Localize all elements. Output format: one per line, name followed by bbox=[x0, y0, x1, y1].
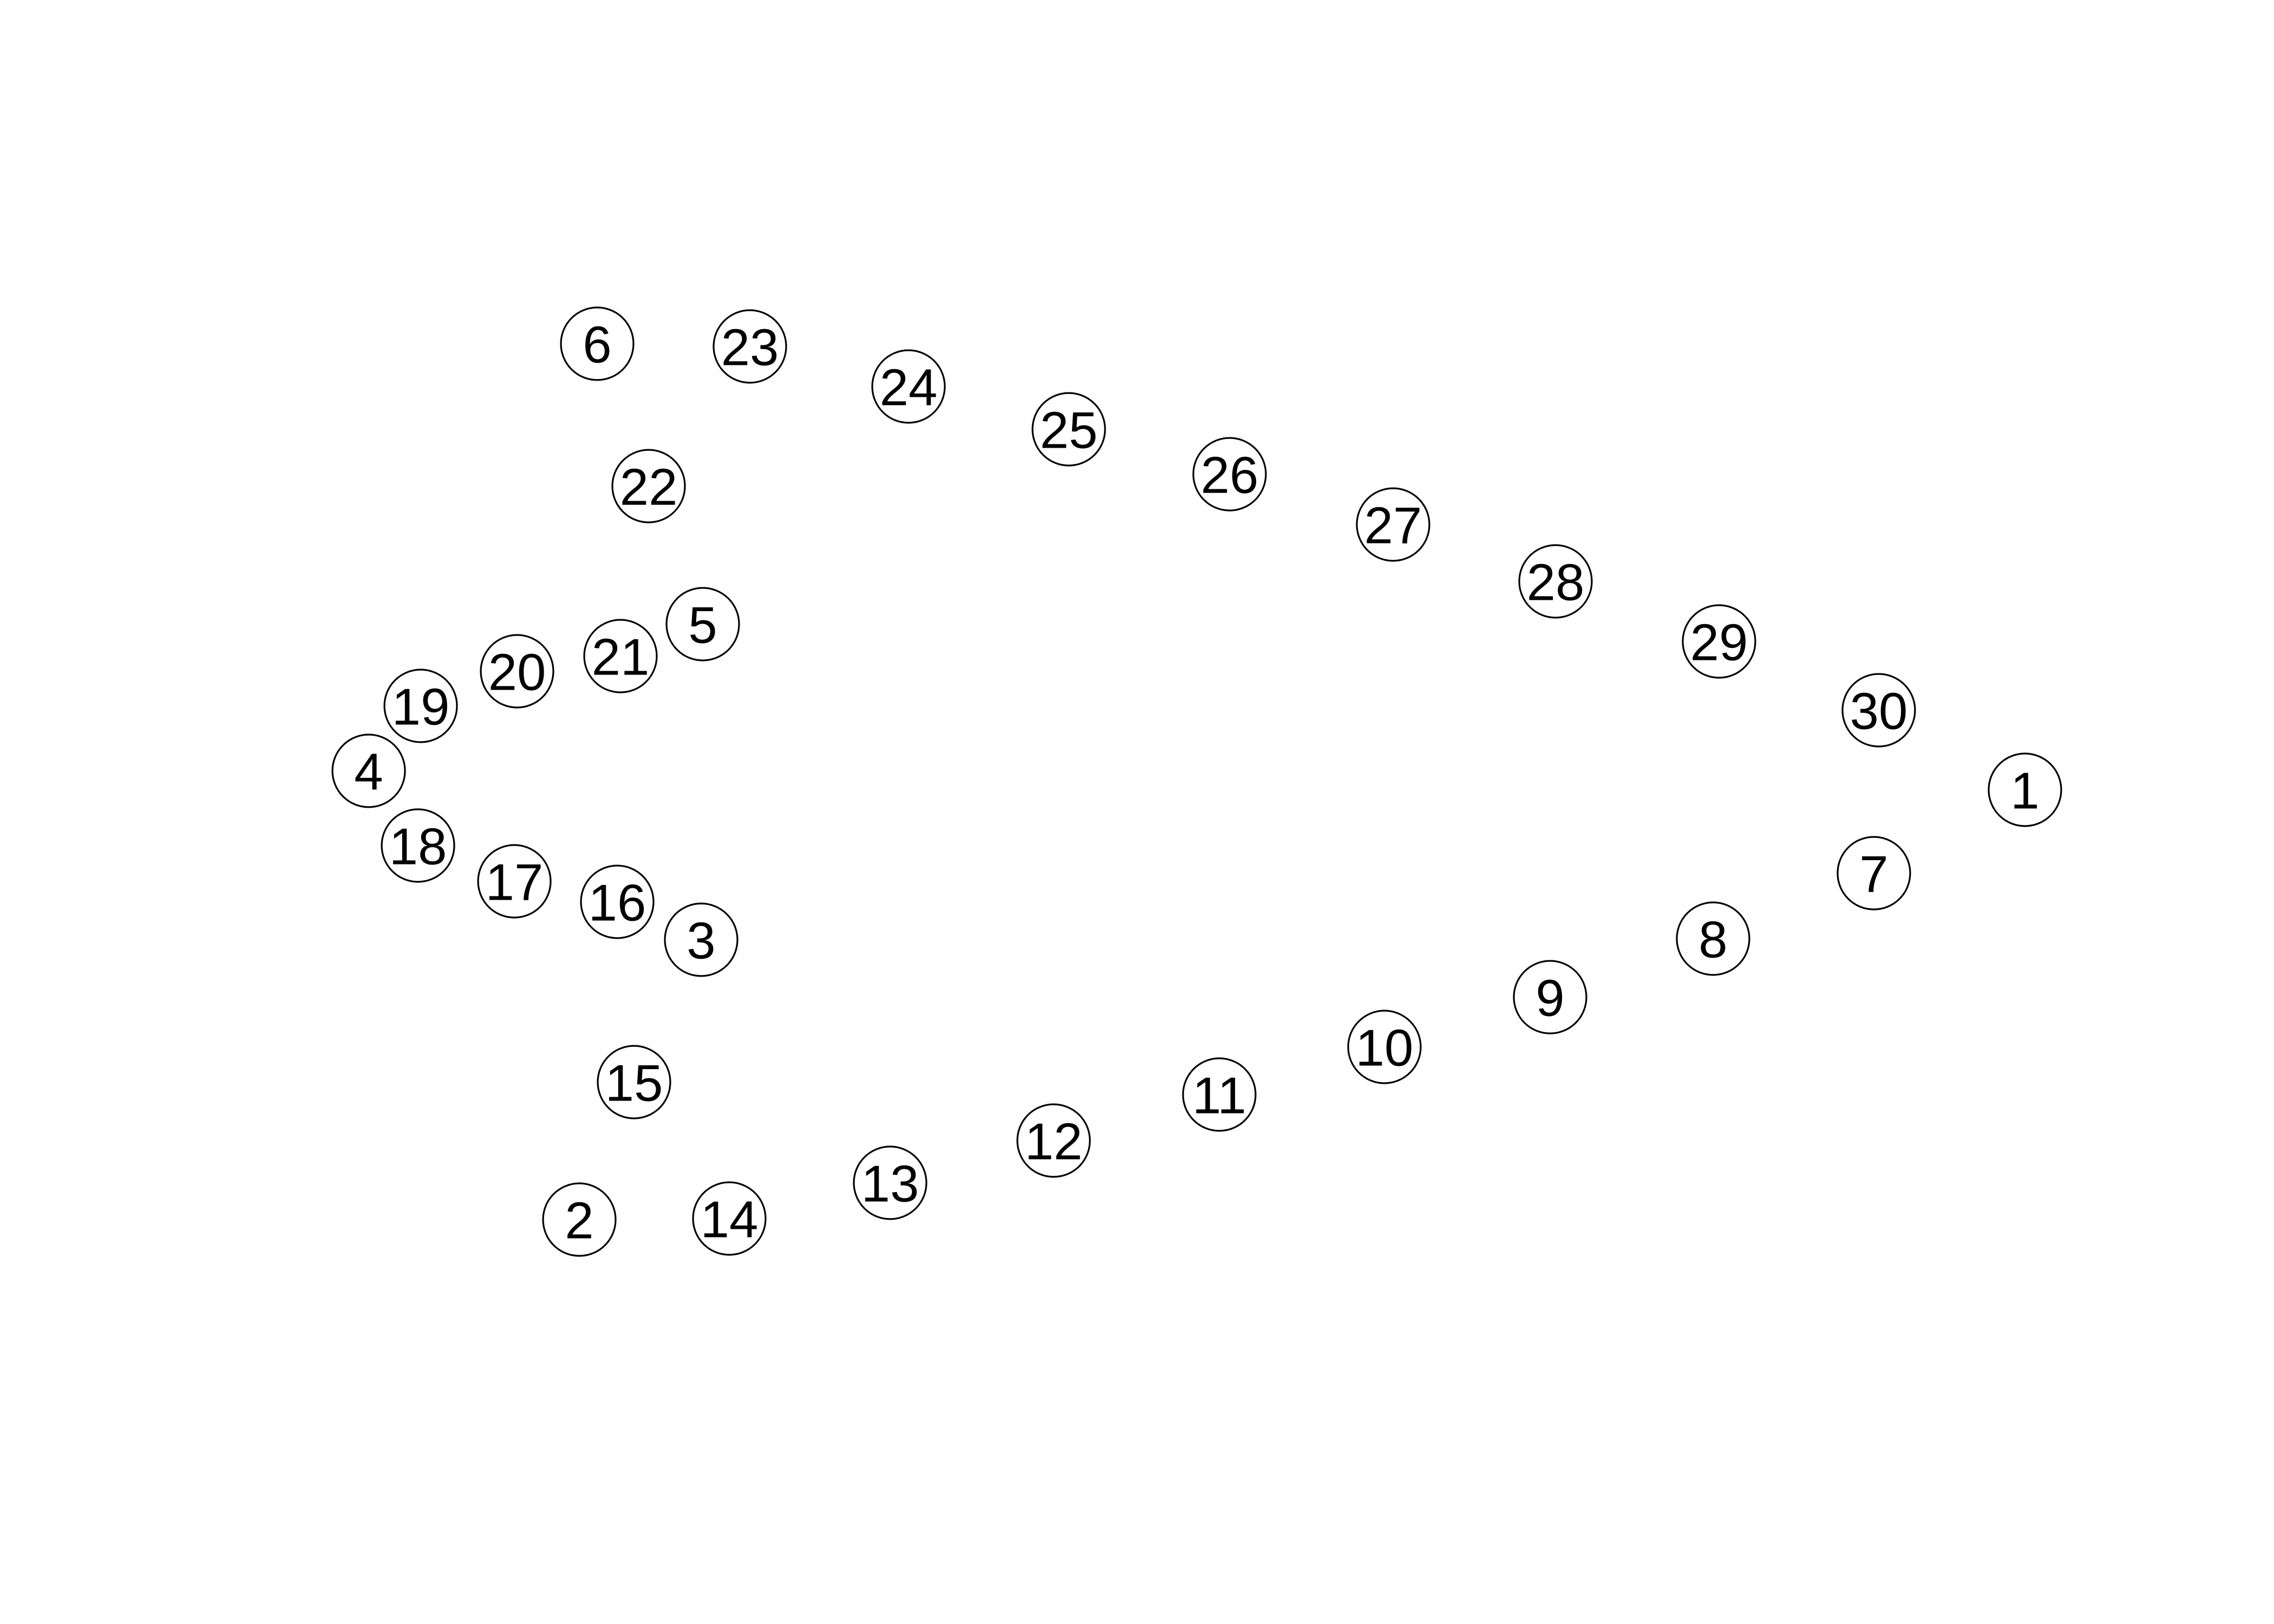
node-29-label: 29 bbox=[1690, 614, 1748, 672]
node-5-label: 5 bbox=[688, 597, 717, 654]
node-4: 4 bbox=[331, 734, 406, 808]
node-8: 8 bbox=[1676, 901, 1750, 976]
node-26-circle bbox=[1192, 437, 1267, 512]
node-11-circle bbox=[1182, 1057, 1257, 1132]
node-14-label: 14 bbox=[701, 1191, 759, 1249]
node-12: 12 bbox=[1016, 1103, 1091, 1178]
node-15: 15 bbox=[597, 1045, 671, 1119]
node-13: 13 bbox=[853, 1145, 927, 1220]
node-11-label: 11 bbox=[1192, 1067, 1246, 1125]
node-30: 30 bbox=[1841, 673, 1916, 748]
node-13-label: 13 bbox=[861, 1155, 919, 1213]
node-28-circle bbox=[1518, 544, 1593, 619]
node-6-label: 6 bbox=[583, 316, 611, 374]
node-23: 23 bbox=[713, 309, 787, 384]
node-4-circle bbox=[331, 734, 406, 808]
node-17: 17 bbox=[477, 844, 552, 919]
node-20-circle bbox=[480, 634, 554, 709]
node-14: 14 bbox=[692, 1181, 767, 1256]
node-30-label: 30 bbox=[1850, 683, 1908, 741]
node-3: 3 bbox=[664, 902, 739, 977]
node-1-label: 1 bbox=[2010, 762, 2039, 820]
node-2: 2 bbox=[542, 1182, 617, 1257]
node-8-label: 8 bbox=[1698, 911, 1727, 969]
node-10: 10 bbox=[1347, 1010, 1422, 1084]
node-24-label: 24 bbox=[880, 359, 938, 417]
node-7-label: 7 bbox=[1859, 846, 1888, 903]
node-24: 24 bbox=[871, 349, 946, 424]
node-6-circle bbox=[560, 306, 635, 381]
node-15-label: 15 bbox=[605, 1055, 663, 1112]
node-9-label: 9 bbox=[1535, 970, 1564, 1027]
node-25-circle bbox=[1031, 392, 1106, 467]
node-1: 1 bbox=[1988, 752, 2062, 827]
node-11: 11 bbox=[1182, 1057, 1257, 1132]
node-30-circle bbox=[1841, 673, 1916, 748]
node-23-label: 23 bbox=[721, 319, 779, 377]
node-28: 28 bbox=[1518, 544, 1593, 619]
node-7-circle bbox=[1837, 836, 1911, 911]
node-10-circle bbox=[1347, 1010, 1422, 1084]
node-18-label: 18 bbox=[389, 818, 447, 876]
node-21: 21 bbox=[583, 619, 658, 693]
node-26-label: 26 bbox=[1201, 447, 1259, 505]
node-1-circle bbox=[1988, 752, 2062, 827]
node-10-label: 10 bbox=[1356, 1019, 1414, 1077]
node-17-circle bbox=[477, 844, 552, 919]
node-20: 20 bbox=[480, 634, 554, 709]
node-19: 19 bbox=[383, 669, 458, 743]
node-29-circle bbox=[1682, 604, 1756, 679]
node-12-label: 12 bbox=[1025, 1113, 1083, 1171]
node-25: 25 bbox=[1031, 392, 1106, 467]
node-5-circle bbox=[665, 587, 740, 662]
node-3-label: 3 bbox=[687, 912, 715, 970]
node-22: 22 bbox=[611, 449, 686, 523]
node-15-circle bbox=[597, 1045, 671, 1119]
node-22-circle bbox=[611, 449, 686, 523]
node-21-label: 21 bbox=[592, 628, 650, 686]
node-27-label: 27 bbox=[1364, 497, 1422, 555]
node-19-label: 19 bbox=[392, 678, 450, 736]
node-22-label: 22 bbox=[620, 459, 678, 516]
node-9: 9 bbox=[1513, 960, 1587, 1034]
node-9-circle bbox=[1513, 960, 1587, 1034]
node-16-circle bbox=[580, 865, 655, 939]
node-3-circle bbox=[664, 902, 739, 977]
node-23-circle bbox=[713, 309, 787, 384]
node-18: 18 bbox=[381, 808, 455, 883]
node-4-label: 4 bbox=[354, 743, 383, 801]
node-2-circle bbox=[542, 1182, 617, 1257]
node-27: 27 bbox=[1356, 487, 1430, 562]
node-19-circle bbox=[383, 669, 458, 743]
node-26: 26 bbox=[1192, 437, 1267, 512]
node-27-circle bbox=[1356, 487, 1430, 562]
node-16: 16 bbox=[580, 865, 655, 939]
node-28-label: 28 bbox=[1527, 554, 1585, 612]
node-6: 6 bbox=[560, 306, 635, 381]
node-7: 7 bbox=[1837, 836, 1911, 911]
node-29: 29 bbox=[1682, 604, 1756, 679]
node-18-circle bbox=[381, 808, 455, 883]
node-20-label: 20 bbox=[488, 644, 546, 702]
node-2-label: 2 bbox=[565, 1192, 593, 1250]
node-12-circle bbox=[1016, 1103, 1091, 1178]
node-21-circle bbox=[583, 619, 658, 693]
node-16-label: 16 bbox=[589, 874, 646, 932]
node-24-circle bbox=[871, 349, 946, 424]
node-5: 5 bbox=[665, 587, 740, 662]
node-8-circle bbox=[1676, 901, 1750, 976]
node-25-label: 25 bbox=[1040, 402, 1098, 460]
node-13-circle bbox=[853, 1145, 927, 1220]
node-17-label: 17 bbox=[486, 854, 544, 912]
node-14-circle bbox=[692, 1181, 767, 1256]
